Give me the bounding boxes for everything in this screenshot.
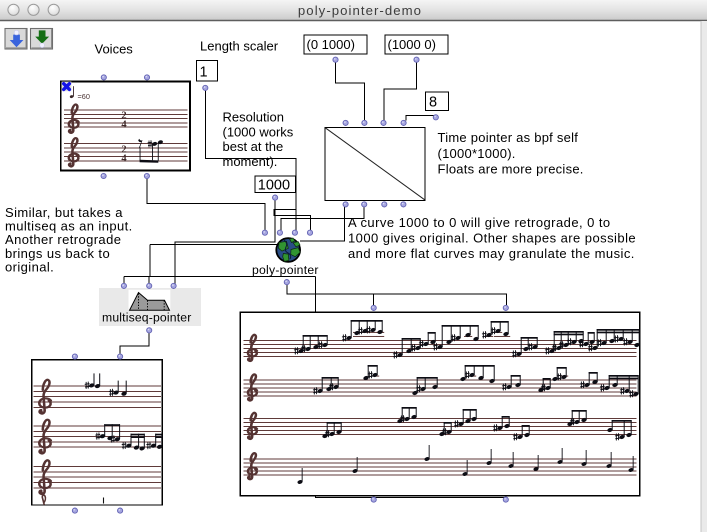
svg-text:(1000 0): (1000 0) xyxy=(388,37,436,52)
svg-text:Resolution: Resolution xyxy=(223,110,284,125)
svg-text:brings us back to: brings us back to xyxy=(5,246,110,261)
svg-text:(0 1000): (0 1000) xyxy=(307,37,355,52)
svg-text:(1000 works: (1000 works xyxy=(223,124,294,139)
svg-text:Floats are more precise.: Floats are more precise. xyxy=(438,161,584,176)
svg-text:Another retrograde: Another retrograde xyxy=(5,232,121,247)
svg-text:=60: =60 xyxy=(78,92,90,101)
svg-text:poly-pointer-demo: poly-pointer-demo xyxy=(298,3,422,18)
svg-text:(1000*1000).: (1000*1000). xyxy=(438,146,516,161)
svg-text:moment).: moment). xyxy=(223,154,278,169)
svg-text:and more flat curves may granu: and more flat curves may granulate the m… xyxy=(348,246,635,261)
svg-text:A curve 1000 to 0 will give re: A curve 1000 to 0 will give retrograde, … xyxy=(348,215,611,230)
svg-text:4: 4 xyxy=(121,153,127,164)
svg-text:2: 2 xyxy=(121,111,126,122)
svg-text:Time pointer as bpf self: Time pointer as bpf self xyxy=(438,130,579,145)
svg-text:1000 gives original. Other sha: 1000 gives original. Other shapes are po… xyxy=(348,230,636,245)
svg-text:8: 8 xyxy=(429,94,437,110)
svg-text:multiseq as an input.: multiseq as an input. xyxy=(5,219,133,234)
svg-text:best at the: best at the xyxy=(223,139,284,154)
svg-text:original.: original. xyxy=(5,259,54,274)
svg-text:1: 1 xyxy=(200,64,208,80)
svg-text:1000: 1000 xyxy=(258,178,290,194)
svg-text:Length scaler: Length scaler xyxy=(200,39,279,54)
svg-text:multiseq-pointer: multiseq-pointer xyxy=(102,310,191,324)
svg-text:4: 4 xyxy=(121,120,127,131)
svg-text:Voices: Voices xyxy=(95,41,134,56)
svg-text:Similar, but takes a: Similar, but takes a xyxy=(5,205,123,220)
svg-text:2: 2 xyxy=(121,144,126,155)
svg-text:poly-pointer: poly-pointer xyxy=(252,263,319,277)
